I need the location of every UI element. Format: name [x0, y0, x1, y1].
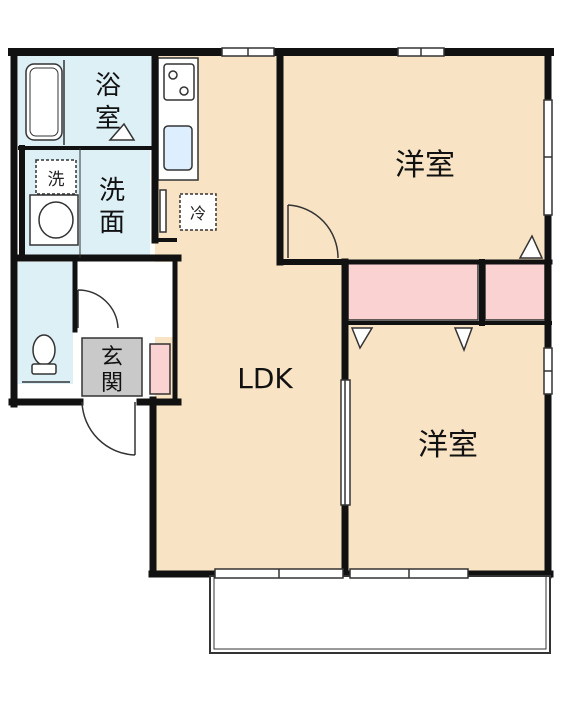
- wash-label-2: 面: [99, 208, 125, 238]
- stove: [163, 63, 195, 101]
- kitchen-window: [159, 189, 167, 233]
- ldk-floor: [155, 55, 345, 572]
- washer-label: 洗: [48, 170, 65, 190]
- toilet: [22, 334, 70, 383]
- sliding-door-room2: [340, 379, 351, 506]
- door-room1: [287, 204, 339, 259]
- wash-label-1: 洗: [99, 176, 125, 206]
- closet-triangle-a: [350, 327, 374, 350]
- door-toilet: [77, 289, 119, 329]
- bath-label-1: 浴: [95, 71, 121, 101]
- hall-floor: [75, 262, 175, 337]
- closet-1: [347, 261, 479, 321]
- doors: [77, 204, 544, 456]
- kitchen-sink: [163, 125, 193, 171]
- closet-2: [484, 261, 546, 321]
- western-room-2-floor: [345, 325, 548, 572]
- western-room-1-label: 洋室: [395, 148, 455, 183]
- door-entrance: [81, 401, 136, 456]
- fridge-label: 冷: [190, 204, 206, 223]
- windows: [214, 47, 553, 579]
- fridge-spot: [179, 193, 217, 231]
- bath-label-2: 室: [95, 104, 121, 134]
- bath-door-triangle: [108, 122, 136, 141]
- closet-triangle-room1: [518, 234, 544, 259]
- closet-triangle-b: [453, 327, 474, 353]
- balcony: [209, 575, 551, 654]
- washer-spot: [35, 159, 77, 195]
- ldk-label: LDK: [237, 362, 293, 395]
- bathtub: [25, 63, 63, 141]
- shoe-box: [149, 343, 171, 395]
- entrance-floor: [81, 337, 143, 397]
- entry-label-2: 関: [101, 371, 123, 396]
- western-room-2-label: 洋室: [418, 428, 478, 463]
- entry-label-1: 玄: [101, 345, 123, 370]
